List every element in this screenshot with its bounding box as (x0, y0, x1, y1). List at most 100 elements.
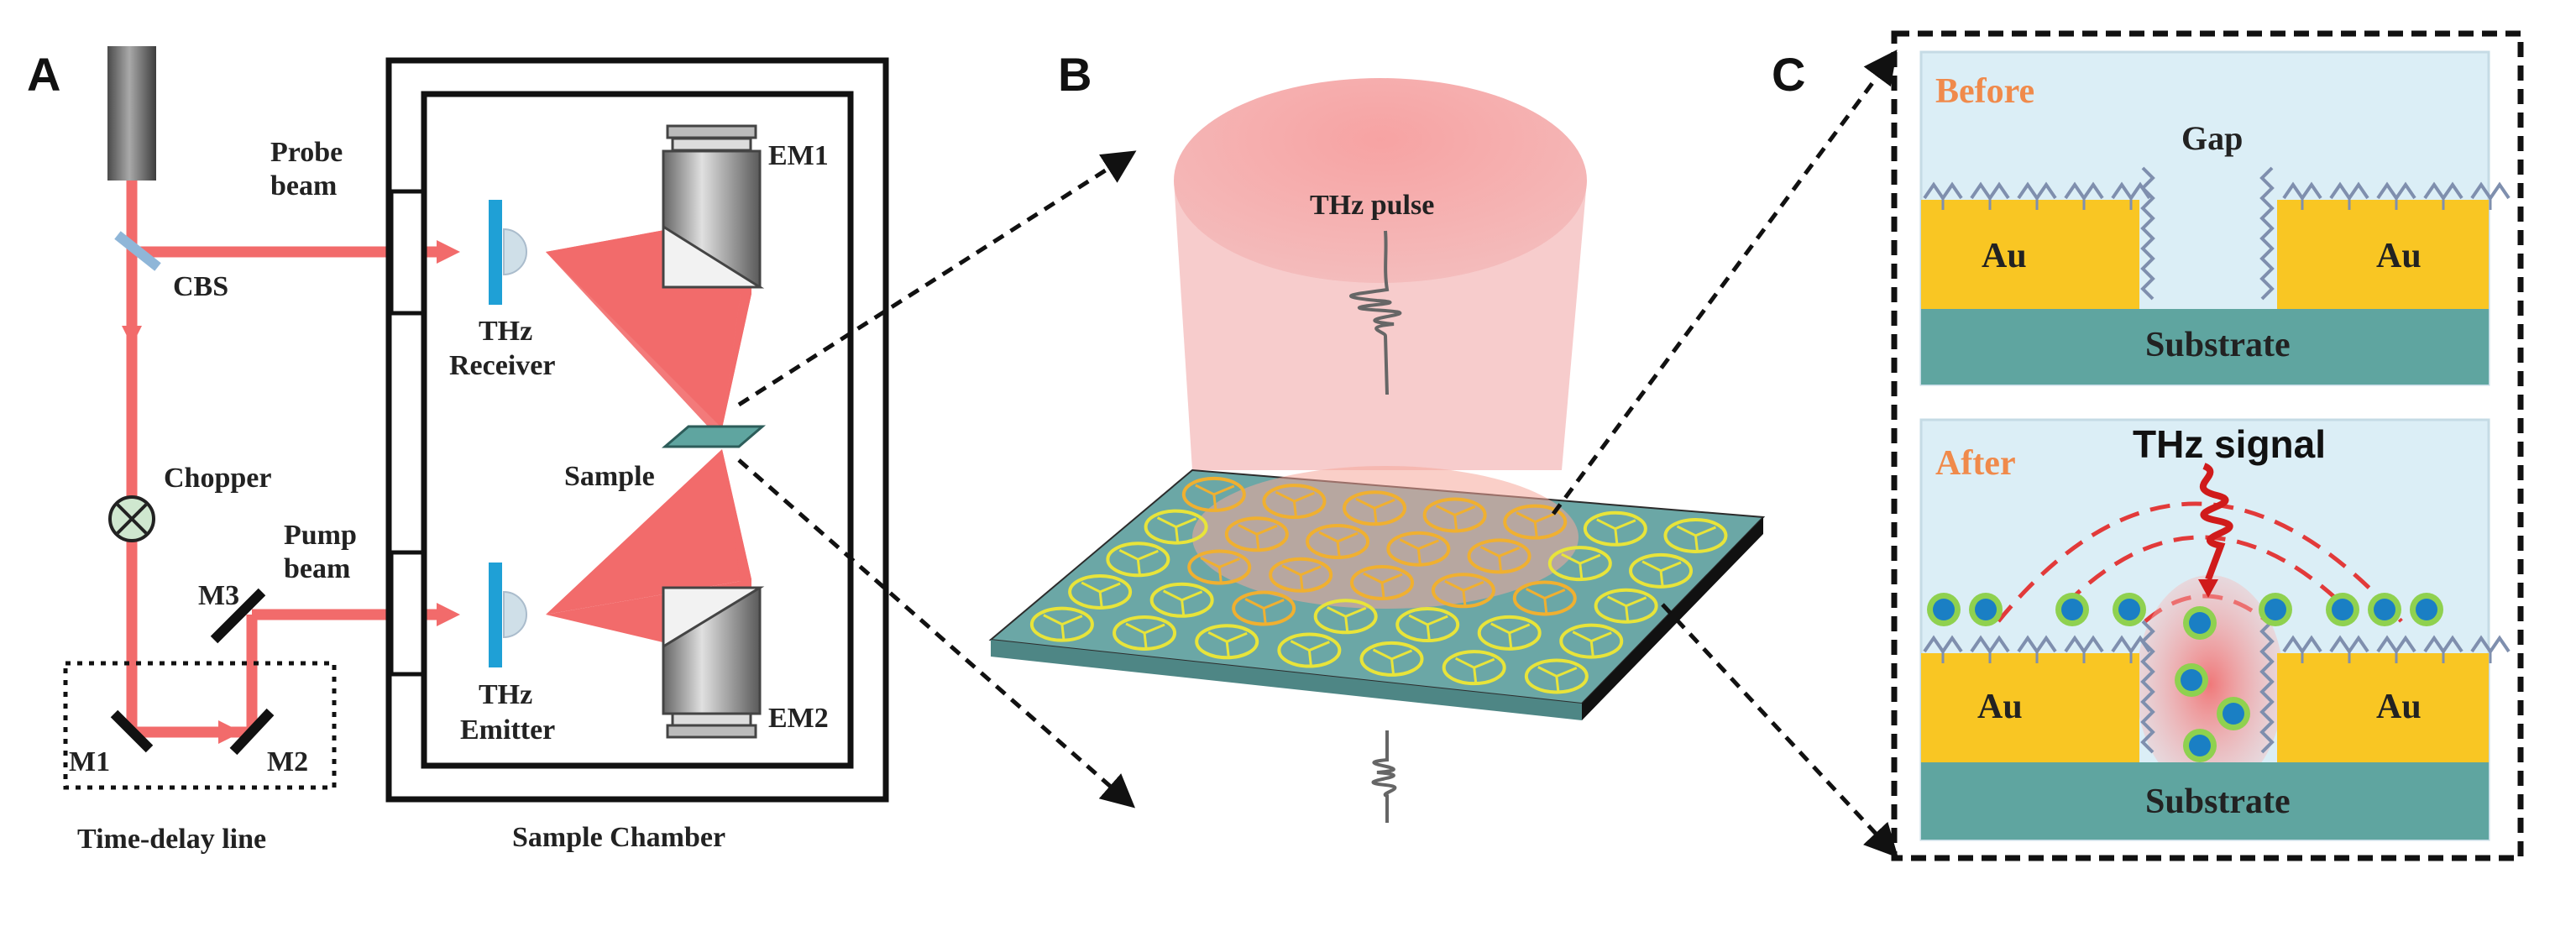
metasurface-ring (1663, 517, 1728, 553)
panel-c: C Before Gap Au Au Substrate After THz s… (1772, 30, 2524, 861)
probe-beam-arrow (437, 240, 460, 264)
metasurface-ring (1350, 565, 1414, 600)
metasurface-ring (1262, 484, 1327, 520)
thz-receiver-lens (503, 228, 527, 276)
analyte-particle (2055, 593, 2089, 626)
metasurface-ring (1359, 641, 1424, 677)
zoom-arrow-c-lower (1661, 603, 1898, 858)
metasurface-ring (1277, 632, 1342, 668)
chopper-icon (108, 495, 155, 542)
sample-chamber-inner (421, 91, 854, 769)
thz-pulse-label: THz pulse (1310, 190, 1434, 221)
before-label: Before (1935, 72, 2034, 111)
probe-window (389, 189, 426, 316)
laser-beam-paths (126, 181, 437, 738)
analyte-particle (1969, 593, 2003, 626)
thz-emitter-antenna (489, 563, 502, 667)
zoom-arrow-c-upper (1551, 50, 1898, 515)
metasurface-ring (1106, 542, 1170, 578)
thz-emitter-lens (503, 590, 527, 639)
metasurface-ring (1477, 615, 1542, 651)
ligand-chain-vertical (2140, 166, 2155, 301)
m1-label: M1 (69, 746, 110, 777)
metasurface-ring (1386, 531, 1451, 567)
analyte-particle (2183, 606, 2217, 640)
before-au-left-label: Au (1982, 237, 2027, 275)
metasurface-ring (1503, 504, 1568, 540)
pump-beam-arrow (437, 603, 460, 626)
zoom-arrow-upper (737, 150, 1137, 407)
thz-pulse-waveform (1349, 230, 1402, 395)
probe-beam-label-line1: Probe (270, 137, 343, 168)
sample-chamber-label: Sample Chamber (512, 822, 725, 853)
after-ligand-chains (1923, 620, 2511, 754)
ligand-chain-vertical (2140, 620, 2155, 754)
before-ligand-chains (1923, 166, 2511, 301)
probe-beam-label-line2: beam (270, 170, 337, 201)
analyte-particle (1927, 593, 1961, 626)
laser-source (107, 46, 156, 181)
metasurface-ring (1195, 624, 1259, 660)
mirror-m3 (210, 588, 266, 644)
after-substrate-label: Substrate (2145, 782, 2291, 821)
metasurface-ring (1629, 552, 1694, 589)
thz-signal-squiggle (2200, 463, 2233, 581)
analyte-particle (2113, 593, 2146, 626)
emission-arc-middle (2064, 535, 2344, 606)
thz-beam-lower (546, 449, 751, 615)
zoom-arrow-lower (737, 458, 1136, 809)
beam-arrow-down (122, 326, 142, 346)
metasurface-ring (1512, 580, 1577, 616)
before-au-right-label: Au (2376, 237, 2422, 275)
metasurface-ring (1029, 606, 1094, 642)
metasurface-ring (1431, 573, 1495, 609)
mirror-m2 (229, 708, 275, 756)
metasurface-ring (1113, 615, 1177, 651)
cbs-label: CBS (173, 271, 228, 302)
thz-emitter-label-line2: Emitter (460, 714, 555, 746)
sample-chamber-outer (385, 57, 889, 803)
metasurface-ring (1583, 510, 1647, 547)
pump-window (389, 550, 426, 677)
metasurface-ring (1547, 546, 1612, 582)
pump-beam-label-line2: beam (284, 553, 350, 584)
metasurface-ring (1181, 476, 1246, 512)
thz-receiver-antenna (489, 200, 502, 305)
after-au-right (2277, 653, 2489, 762)
analyte-particle (2217, 697, 2250, 730)
thz-signal-label: THz signal (2133, 422, 2326, 466)
chopper-label: Chopper (164, 463, 271, 494)
metasurface-ring (1313, 599, 1378, 635)
metasurface-ring (1144, 509, 1208, 545)
analyte-particle (2259, 593, 2292, 626)
after-box: After THz signal Au Au Substrate (1919, 418, 2511, 841)
ligand-chain-vertical (2259, 166, 2275, 301)
panel-a-letter: A (27, 48, 60, 101)
analyte-particle (2368, 593, 2401, 626)
metasurface-ring (1442, 650, 1506, 686)
after-au-right-label: Au (2376, 688, 2422, 726)
metasurface-ring (1467, 538, 1531, 574)
delay-arrow (218, 720, 242, 744)
analyte-particle (2175, 663, 2208, 697)
analyte-particle (2410, 593, 2443, 626)
sample-label: Sample (564, 461, 655, 492)
ligand-chain-vertical (2259, 620, 2275, 754)
thz-cone-top (1174, 78, 1587, 283)
metasurface-ring (1306, 524, 1370, 560)
metasurface-rings (1029, 476, 1728, 694)
metasurface-ring (1068, 573, 1133, 610)
analyte-particle (2183, 729, 2217, 762)
plate-side-front (991, 640, 1582, 720)
after-substrate (1921, 762, 2489, 840)
metasurface-ring (1149, 582, 1214, 618)
before-au-right (2277, 200, 2489, 309)
metasurface-ring (1594, 588, 1658, 624)
illuminated-spot (1192, 466, 1579, 609)
metasurface-ring (1524, 658, 1589, 694)
metasurface-ring (1224, 516, 1289, 552)
gap-label: Gap (2181, 119, 2243, 157)
thz-emitter-label-line1: THz (479, 679, 532, 710)
metasurface-ring (1269, 557, 1333, 593)
